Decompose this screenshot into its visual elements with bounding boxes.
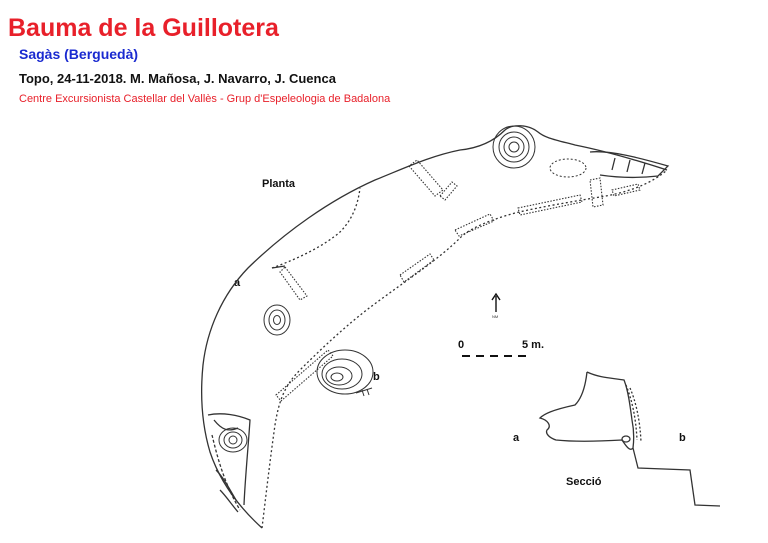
survey-credits: Topo, 24-11-2018. M. Mañosa, J. Navarro,… <box>19 71 336 86</box>
plan-point-b: b <box>373 371 380 383</box>
plan-drip-line <box>261 169 668 529</box>
station-b-marker <box>355 387 373 397</box>
contour-mounds <box>218 125 587 453</box>
plan-outer-wall <box>201 125 668 529</box>
north-arrow-icon <box>491 292 501 312</box>
plan-point-a: a <box>234 277 241 289</box>
section-label: Secció <box>566 476 602 488</box>
plan-inner-wall <box>271 187 361 269</box>
scale-start-label: 0 <box>458 339 465 351</box>
section-profile <box>538 371 635 450</box>
map-location: Sagàs (Berguedà) <box>19 46 139 62</box>
boulder-clusters <box>275 159 641 402</box>
section-view <box>538 371 721 507</box>
club-credits: Centre Excursionista Castellar del Vallè… <box>19 93 391 105</box>
section-point-b: b <box>679 432 686 444</box>
north-arrow-label: NM <box>492 314 498 319</box>
plan-end-passage <box>589 151 670 179</box>
plan-entrance-wall <box>207 413 251 506</box>
map-title: Bauma de la Guillotera <box>8 14 279 42</box>
scale-end-label: 5 m. <box>522 339 545 351</box>
plan-passage-line <box>271 265 286 269</box>
plan-label: Planta <box>262 178 296 190</box>
section-point-a: a <box>513 432 520 444</box>
plan-view <box>201 125 670 529</box>
